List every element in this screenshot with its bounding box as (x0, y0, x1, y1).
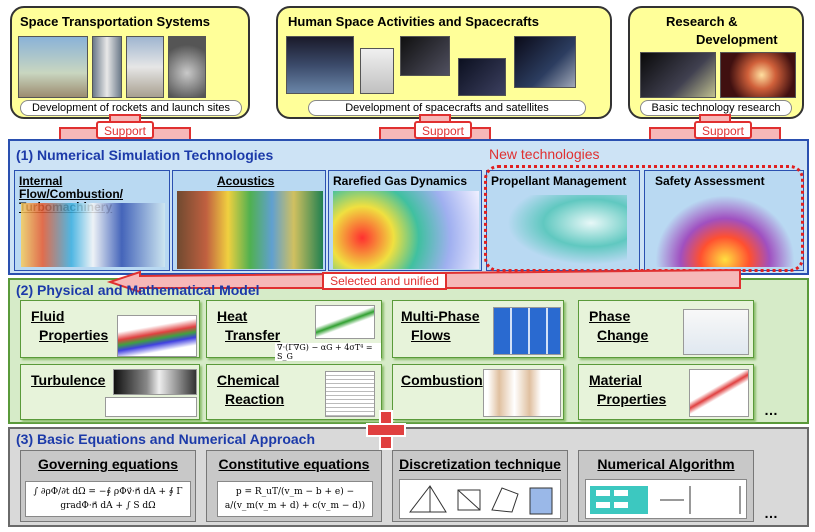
research-satellite-image (640, 52, 716, 98)
fluid-properties-chart (117, 315, 197, 357)
space-transport-box: Space Transportation Systems Development… (10, 6, 250, 119)
rocket-image (92, 36, 122, 98)
internal-flow-figure (21, 203, 165, 267)
rocket-launch-image (126, 36, 164, 98)
model-heat-line2: Transfer (225, 327, 281, 343)
numerical-simulation-title: (1) Numerical Simulation Technologies (16, 147, 274, 163)
model-fluid-line1: Fluid (31, 308, 65, 324)
model-fluid-properties: Fluid Properties (20, 300, 200, 358)
eq-governing: Governing equations ∫ ∂ρΦ/∂t dΩ = −∮ ρΦv… (20, 450, 196, 522)
chemical-reaction-table (325, 371, 375, 417)
support-label-left: Support (96, 121, 154, 139)
multiphase-figure (493, 307, 561, 355)
model-phase-line2: Change (597, 327, 649, 343)
heat-transfer-equation: ∇·(Γ∇G) − αG + 4σT⁴ = S_G (275, 343, 381, 361)
combustion-figure (483, 369, 561, 417)
constitutive-formula: p = R_uT/(v_m − b + e) − a/(v_m(v_m + d)… (217, 481, 373, 517)
satellite-image-1 (400, 36, 450, 76)
new-technologies-frame (484, 165, 804, 272)
tech-acoustics-label: Acoustics (217, 174, 275, 188)
safety-figure (655, 195, 795, 267)
support-label-right: Support (694, 121, 752, 139)
model-combustion: Combustion (392, 364, 564, 420)
tech-acoustics: Acoustics (172, 170, 326, 271)
tech-safety-assessment: Safety Assessment (644, 170, 804, 271)
satellite-image-2 (458, 58, 506, 96)
spacecraft-image-1 (286, 36, 354, 94)
eq-governing-label: Governing equations (37, 456, 178, 472)
space-transport-caption: Development of rockets and launch sites (20, 100, 242, 116)
tech-propellant-management: Propellant Management (486, 170, 640, 271)
tech-rarefied-gas: Rarefied Gas Dynamics (328, 170, 482, 271)
physical-model-title: (2) Physical and Mathematical Model (16, 282, 260, 298)
model-material-line2: Properties (597, 391, 667, 407)
engine-image (168, 36, 206, 98)
model-multiphase: Multi-Phase Flows (392, 300, 564, 358)
new-technologies-label: New technologies (489, 146, 600, 162)
model-turbulence: Turbulence (20, 364, 200, 420)
discretization-mesh-figure (399, 479, 561, 519)
basic-equations-title: (3) Basic Equations and Numerical Approa… (16, 431, 315, 447)
eq-numerical-algorithm: Numerical Algorithm (578, 450, 754, 522)
thruster-image (720, 52, 796, 98)
rarefied-gas-figure (333, 191, 479, 269)
acoustics-figure (177, 191, 323, 269)
eq-constitutive-label: Constitutive equations (218, 456, 370, 472)
space-transport-title: Space Transportation Systems (20, 14, 211, 29)
human-space-box: Human Space Activities and Spacecrafts D… (276, 6, 612, 119)
equations-ellipsis: … (764, 505, 778, 521)
eq-discretization: Discretization technique (392, 450, 568, 522)
launch-site-image (18, 36, 88, 98)
model-material-line1: Material (589, 372, 642, 388)
model-phase-change: Phase Change (578, 300, 754, 358)
support-label-middle: Support (414, 121, 472, 139)
model-material-properties: Material Properties (578, 364, 754, 420)
phase-change-figure (683, 309, 749, 355)
propellant-figure (507, 195, 627, 265)
model-fluid-line2: Properties (39, 327, 109, 343)
tech-internal-flow: Internal Flow/Combustion/ Turbomachinery (14, 170, 170, 271)
research-title-line1: Research & (666, 14, 738, 29)
eq-discretization-label: Discretization technique (399, 456, 561, 472)
tech-rarefied-gas-label: Rarefied Gas Dynamics (333, 174, 468, 188)
model-combustion-line1: Combustion (401, 372, 483, 388)
capsule-image (360, 48, 394, 94)
material-properties-chart (689, 369, 749, 417)
numerical-algorithm-figure (585, 479, 747, 519)
plus-icon-horizontal (366, 423, 406, 437)
human-space-title: Human Space Activities and Spacecrafts (288, 14, 539, 29)
model-multiphase-line1: Multi-Phase (401, 308, 480, 324)
eq-numerical-label: Numerical Algorithm (597, 456, 735, 472)
model-phase-line1: Phase (589, 308, 631, 324)
human-space-caption: Development of spacecrafts and satellite… (308, 100, 586, 116)
model-heat-line1: Heat (217, 308, 248, 324)
eq-constitutive: Constitutive equations p = R_uT/(v_m − b… (206, 450, 382, 522)
selected-unified-label: Selected and unified (322, 272, 447, 290)
turbulence-equation (105, 397, 197, 417)
governing-formula: ∫ ∂ρΦ/∂t dΩ = −∮ ρΦv⃗·n⃗ dA + ∮ Γ gradΦ·… (25, 481, 191, 517)
model-chemical-reaction: Chemical Reaction (206, 364, 382, 420)
tech-propellant-management-label: Propellant Management (491, 174, 627, 188)
research-box: Research & Development Basic technology … (628, 6, 804, 119)
tech-safety-assessment-label: Safety Assessment (655, 174, 765, 188)
model-ellipsis: … (764, 402, 778, 418)
model-turbulence-line1: Turbulence (31, 372, 106, 388)
satellite-image-3 (514, 36, 576, 88)
model-chemical-line1: Chemical (217, 372, 280, 388)
model-chemical-line2: Reaction (225, 391, 285, 407)
heat-transfer-chart (315, 305, 375, 339)
research-title-line2: Development (696, 32, 778, 47)
turbulence-figure (113, 369, 197, 395)
model-heat-transfer: Heat Transfer ∇·(Γ∇G) − αG + 4σT⁴ = S_G (206, 300, 382, 361)
model-multiphase-line2: Flows (411, 327, 451, 343)
